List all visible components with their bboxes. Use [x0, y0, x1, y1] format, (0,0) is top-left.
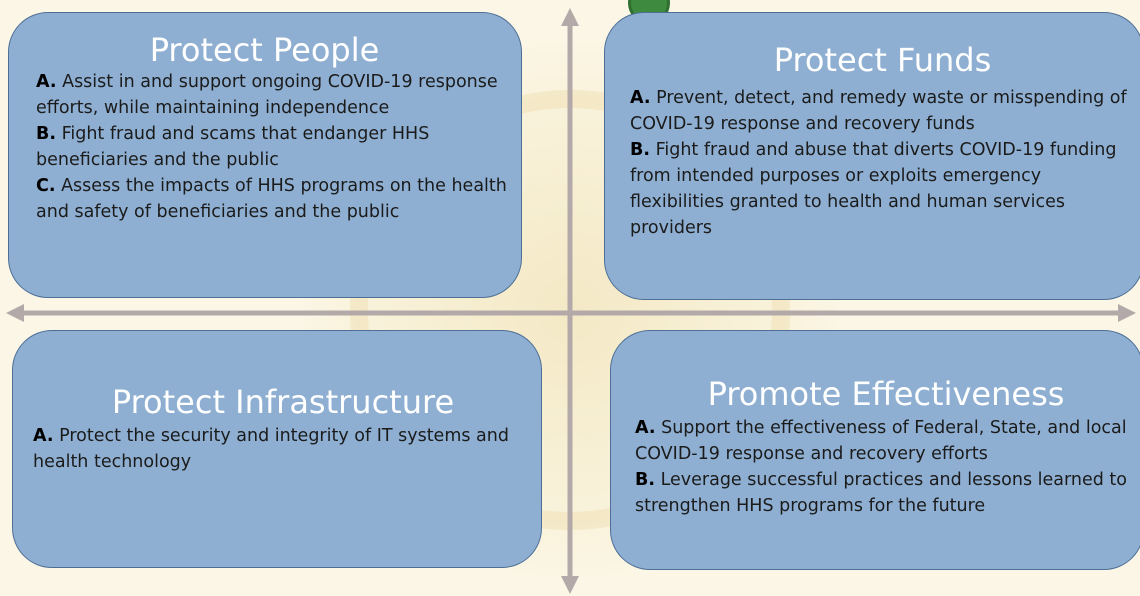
objective-list: A. Assist in and support ongoing COVID-1…	[36, 69, 513, 225]
objective-text: Fight fraud and scams that endanger HHS …	[36, 124, 430, 170]
objective-key: A.	[635, 418, 656, 438]
quadrant-title: Protect Infrastructure	[111, 383, 455, 421]
objective-key: A.	[36, 72, 57, 92]
objective-item: B. Fight fraud and scams that endanger H…	[36, 121, 513, 173]
objective-key: A.	[33, 426, 54, 446]
objective-item: B. Fight fraud and abuse that diverts CO…	[630, 137, 1135, 241]
quadrant-protect-infrastructure: Protect Infrastructure A. Protect the se…	[12, 330, 542, 568]
axis-arrow-left	[6, 304, 24, 322]
quadrant-title: Protect Funds	[773, 41, 992, 79]
objective-list: A. Support the effectiveness of Federal,…	[635, 415, 1137, 519]
objective-text: Fight fraud and abuse that diverts COVID…	[630, 140, 1117, 238]
objective-key: B.	[635, 470, 655, 490]
quadrant-title: Protect People	[149, 31, 380, 69]
objective-text: Support the effectiveness of Federal, St…	[635, 418, 1127, 464]
axis-arrow-down	[561, 576, 579, 594]
objective-key: B.	[630, 140, 650, 160]
quadrant-protect-people: Protect People A. Assist in and support …	[8, 12, 522, 298]
objective-item: A. Support the effectiveness of Federal,…	[635, 415, 1137, 467]
objective-text: Leverage successful practices and lesson…	[635, 470, 1127, 516]
quadrant-promote-effectiveness: Promote Effectiveness A. Support the eff…	[610, 330, 1140, 570]
objective-key: B.	[36, 124, 56, 144]
quadrant-protect-funds: Protect Funds A. Prevent, detect, and re…	[604, 12, 1140, 300]
objective-key: C.	[36, 176, 56, 196]
objective-list: A. Protect the security and integrity of…	[33, 423, 533, 475]
objective-item: A. Protect the security and integrity of…	[33, 423, 533, 475]
objective-key: A.	[630, 88, 651, 108]
quadrant-title: Promote Effectiveness	[707, 375, 1065, 413]
objective-item: A. Prevent, detect, and remedy waste or …	[630, 85, 1135, 137]
axis-arrow-up	[561, 8, 579, 26]
objective-item: C. Assess the impacts of HHS programs on…	[36, 173, 513, 225]
objective-item: A. Assist in and support ongoing COVID-1…	[36, 69, 513, 121]
objective-text: Protect the security and integrity of IT…	[33, 426, 509, 472]
objective-text: Assist in and support ongoing COVID-19 r…	[36, 72, 498, 118]
objective-list: A. Prevent, detect, and remedy waste or …	[630, 85, 1135, 241]
objective-text: Prevent, detect, and remedy waste or mis…	[630, 88, 1127, 134]
objective-text: Assess the impacts of HHS programs on th…	[36, 176, 507, 222]
objective-item: B. Leverage successful practices and les…	[635, 467, 1137, 519]
axis-arrow-right	[1118, 304, 1136, 322]
